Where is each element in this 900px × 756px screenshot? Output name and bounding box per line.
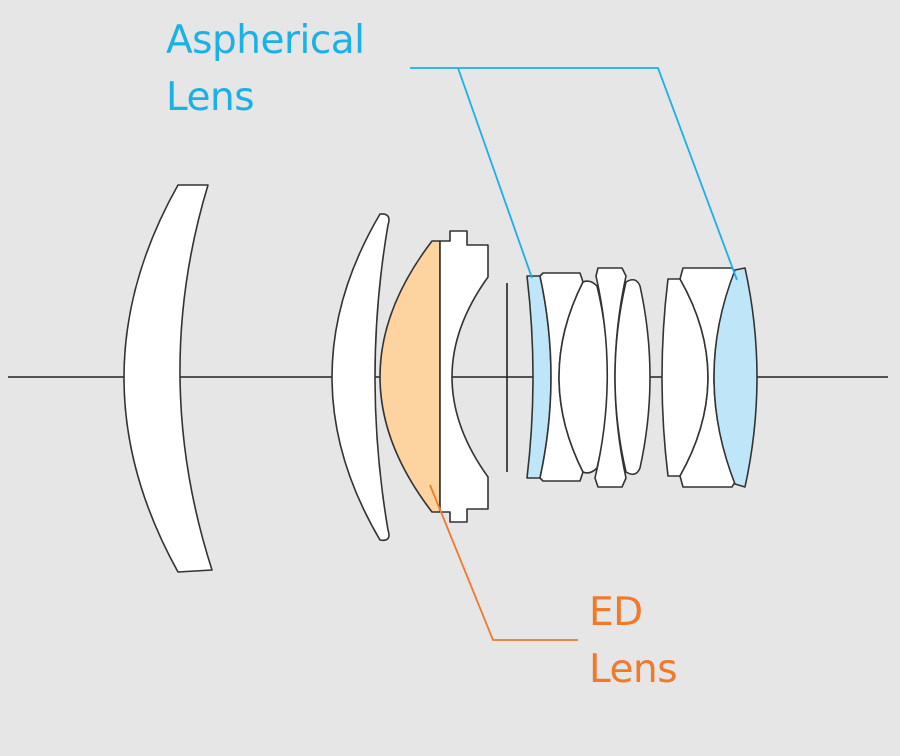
aspherical-lens-element-2: [713, 267, 758, 488]
aspherical-leader-line: [410, 67, 738, 281]
lens-element-2: [331, 213, 390, 542]
ed-label-line2: Lens: [589, 647, 678, 692]
ed-lens-element: [379, 240, 441, 513]
aspherical-label-line2: Lens: [166, 75, 255, 120]
ed-lens-label: ED Lens: [589, 584, 678, 698]
aspherical-label-line1: Aspherical: [166, 18, 365, 63]
lens-element-1: [123, 184, 213, 573]
aspherical-leader-branch: [457, 67, 533, 279]
ed-leader-line: [429, 484, 578, 641]
lens-element-4: [439, 230, 489, 523]
lens-element-9: [614, 278, 651, 476]
ed-label-line1: ED: [589, 590, 643, 635]
aspherical-lens-label: Aspherical Lens: [166, 12, 365, 126]
